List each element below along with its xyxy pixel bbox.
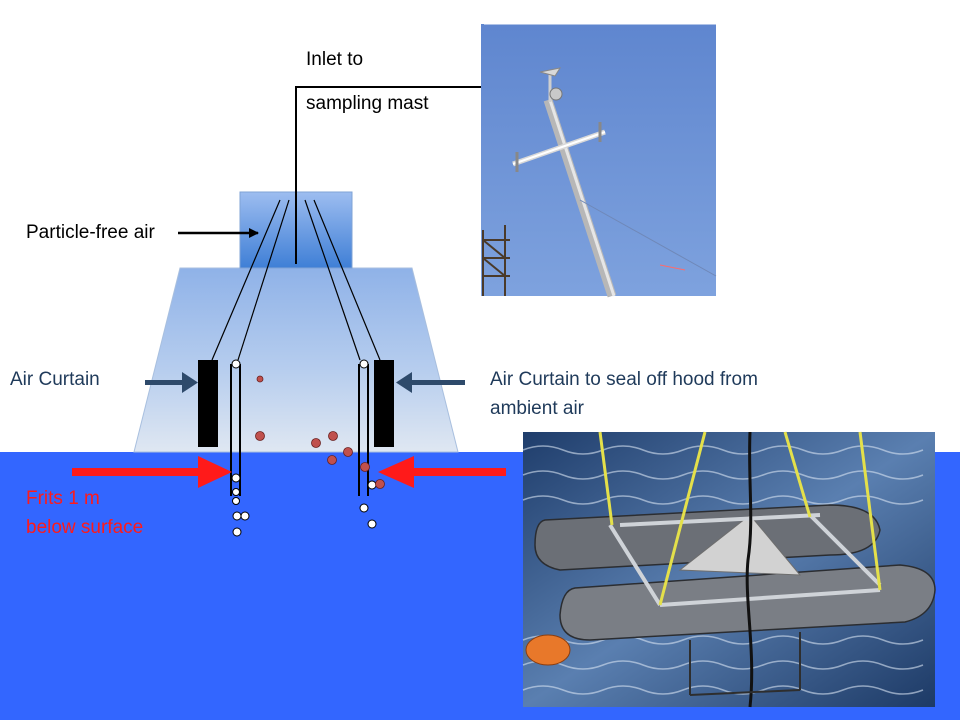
flow-arrow-right (378, 456, 506, 488)
frit-lines (211, 199, 381, 361)
particle-free-air-label: Particle-free air (26, 222, 155, 243)
air-curtain-right-bar (374, 360, 394, 447)
air-curtain-left-bar (198, 360, 218, 447)
inlet-line (295, 86, 542, 264)
droplets (255, 375, 385, 489)
air-curtain-right-label-line2: ambient air (490, 398, 584, 419)
flow-arrow-left (72, 456, 232, 488)
frits-label-line1: Frits 1 m (26, 488, 100, 509)
air-curtain-arrow-right (396, 372, 465, 393)
frit-tubes (230, 364, 369, 496)
frits-label-line2: below surface (26, 517, 144, 538)
sampling-mast-photo (481, 23, 717, 298)
air-curtain-right-label-line1: Air Curtain to seal off hood from (490, 369, 758, 390)
air-curtain-arrow-left (145, 372, 198, 393)
air-curtain-left-label: Air Curtain (10, 369, 100, 390)
inlet-label-line1: Inlet to (306, 49, 364, 70)
hood-body (133, 267, 459, 453)
bubbles (231, 359, 377, 537)
floating-hood-photo (522, 431, 936, 708)
inlet-label-line2: sampling mast (306, 93, 429, 114)
